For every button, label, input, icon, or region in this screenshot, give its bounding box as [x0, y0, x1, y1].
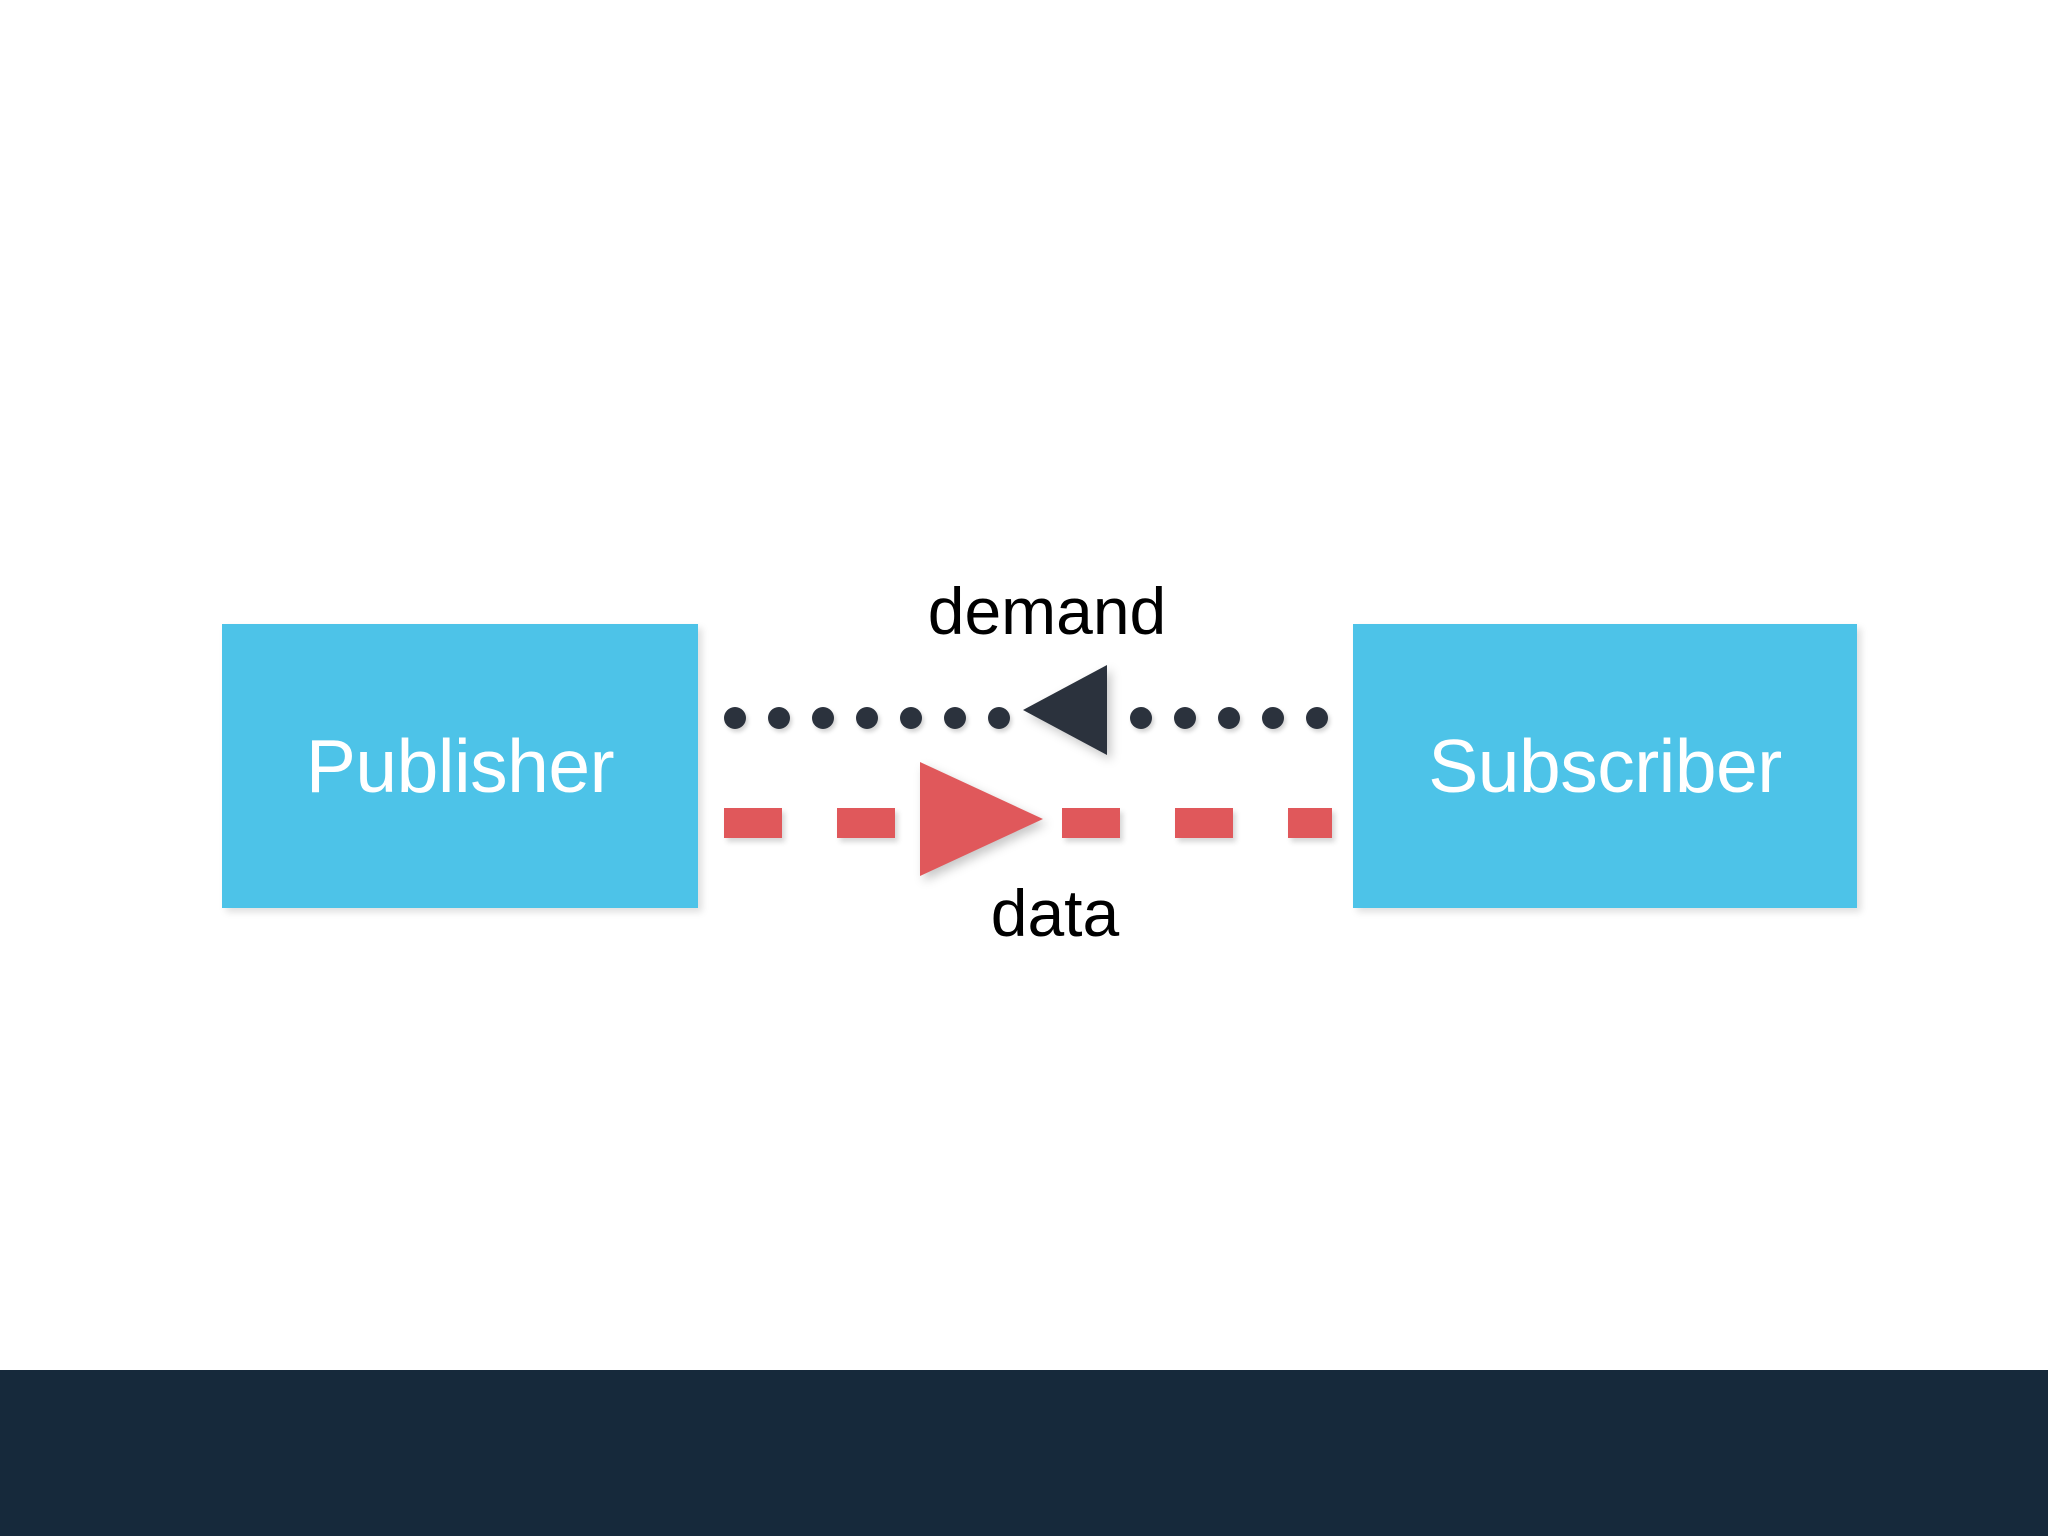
footer-bar: Typesafe 40 — [0, 1370, 2048, 1536]
demand-dot — [900, 707, 922, 729]
publisher-node-label: Publisher — [305, 723, 615, 808]
data-dash — [1288, 808, 1332, 838]
demand-flow-label: demand — [927, 574, 1167, 648]
demand-dot — [724, 707, 746, 729]
demand-dot — [1218, 707, 1240, 729]
data-dash — [837, 808, 895, 838]
demand-dot — [1262, 707, 1284, 729]
demand-dot — [988, 707, 1010, 729]
publisher-node: Publisher — [222, 624, 698, 908]
demand-dot — [1130, 707, 1152, 729]
data-dash — [724, 808, 782, 838]
demand-dot — [1174, 707, 1196, 729]
data-arrowhead-icon — [920, 762, 1043, 876]
demand-arrowhead-icon — [1023, 665, 1107, 755]
demand-dot — [856, 707, 878, 729]
demand-dot — [944, 707, 966, 729]
demand-flow-line — [698, 655, 1358, 765]
data-dash — [1062, 808, 1120, 838]
data-flow-line — [698, 755, 1358, 885]
demand-dot — [1306, 707, 1328, 729]
subscriber-node-label: Subscriber — [1428, 723, 1782, 808]
demand-dot — [812, 707, 834, 729]
demand-dot — [768, 707, 790, 729]
data-dash — [1175, 808, 1233, 838]
subscriber-node: Subscriber — [1353, 624, 1857, 908]
data-flow-label: data — [990, 876, 1120, 950]
